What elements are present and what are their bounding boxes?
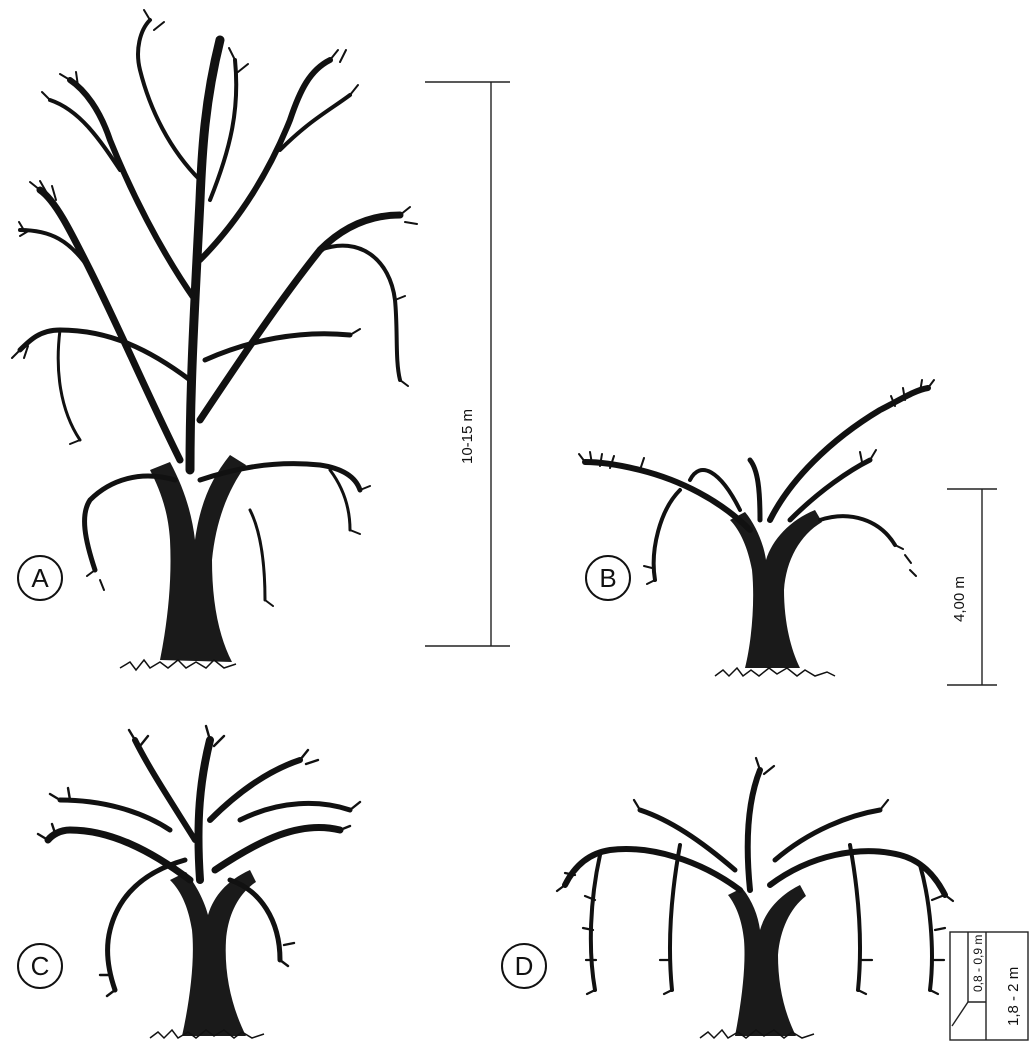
badge-b: B xyxy=(586,556,630,600)
badge-d-label: D xyxy=(515,951,534,981)
dimension-a: 10-15 m xyxy=(425,82,510,646)
dimension-d: 0,8 - 0,9 m 1,8 - 2 m xyxy=(950,932,1028,1040)
dimension-b-label: 4,00 m xyxy=(951,576,968,622)
badge-a: A xyxy=(18,556,62,600)
badge-b-label: B xyxy=(599,563,616,593)
tree-b-illustration xyxy=(579,380,934,676)
tree-c-trunk xyxy=(170,870,256,1036)
tree-d-trunk xyxy=(728,885,806,1036)
tree-c-illustration xyxy=(38,726,360,1038)
badge-c: C xyxy=(18,944,62,988)
tree-b-ground xyxy=(715,668,835,676)
badge-d: D xyxy=(502,944,546,988)
tree-a-illustration xyxy=(12,10,417,670)
tree-b-trunk xyxy=(730,510,822,668)
dimension-a-label: 10-15 m xyxy=(459,409,476,464)
tree-a-trunk xyxy=(150,455,246,662)
dimension-b: 4,00 m xyxy=(947,489,997,685)
dimension-d-outer-label: 1,8 - 2 m xyxy=(1005,967,1022,1026)
tree-d-illustration xyxy=(557,758,953,1038)
badge-c-label: C xyxy=(31,951,50,981)
badge-a-label: A xyxy=(31,563,49,593)
dimension-d-inner-label: 0,8 - 0,9 m xyxy=(971,935,985,992)
